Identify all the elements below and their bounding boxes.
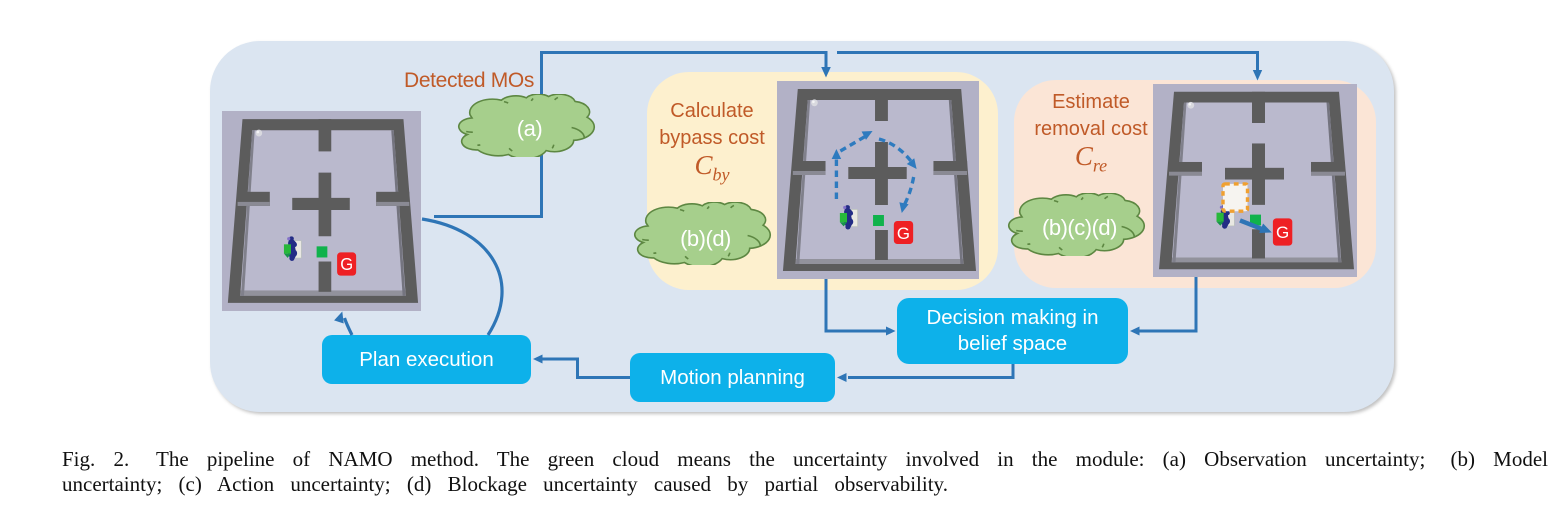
svg-text:G: G xyxy=(1276,223,1289,242)
svg-text:G: G xyxy=(340,254,353,273)
